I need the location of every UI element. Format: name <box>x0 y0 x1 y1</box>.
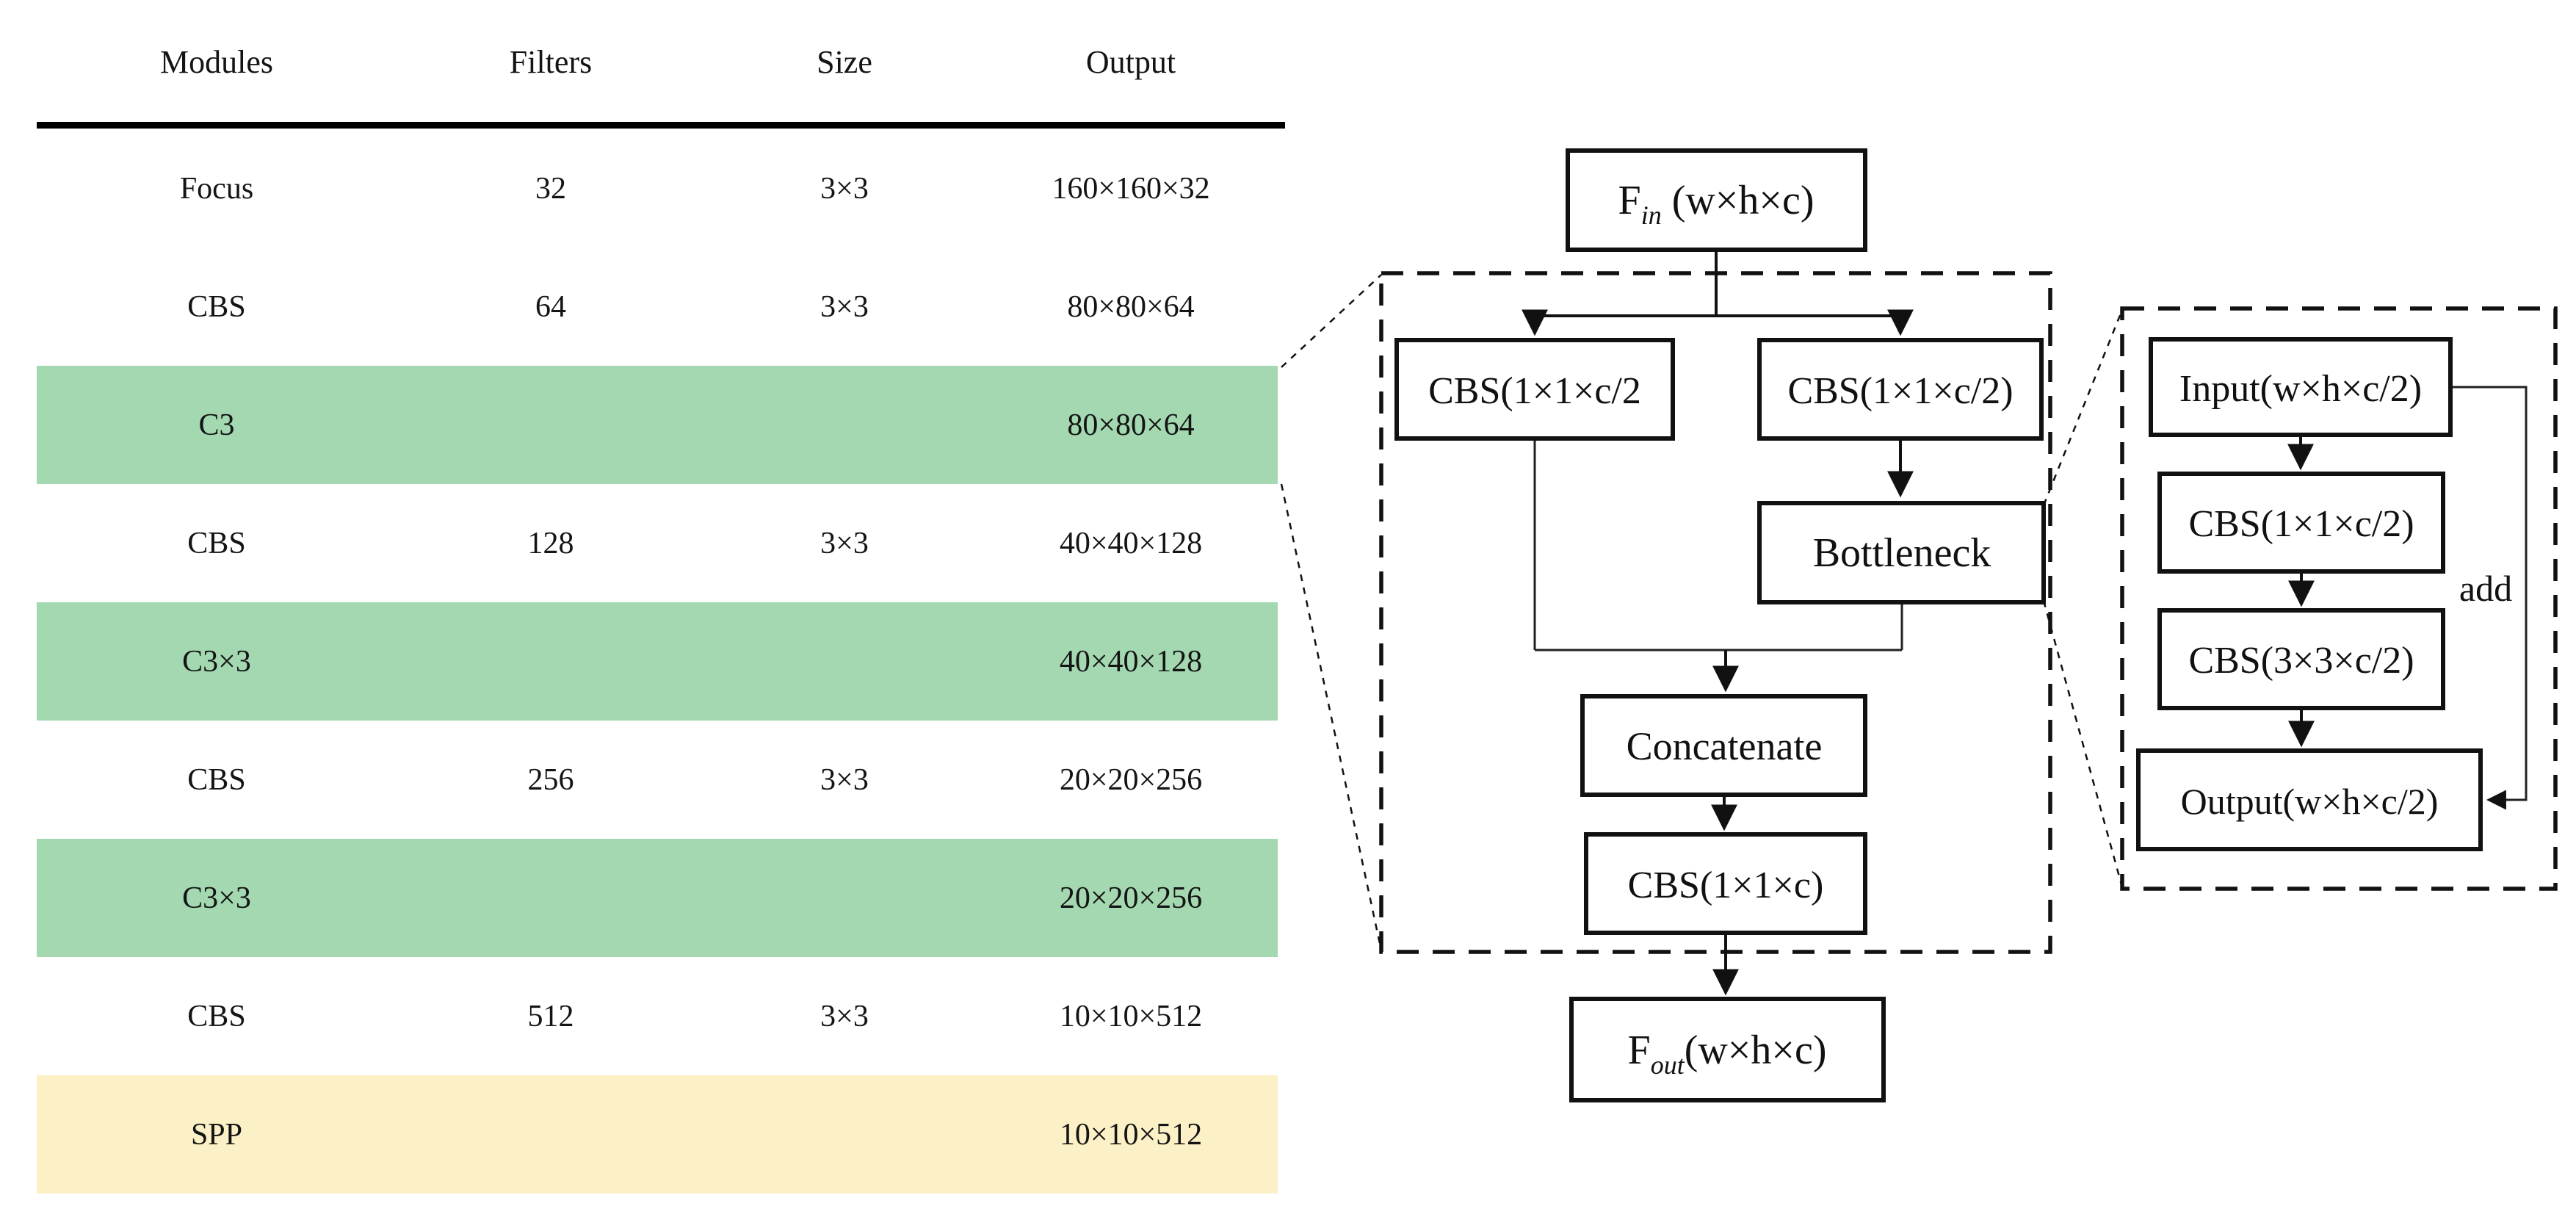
fout-box <box>1569 997 1886 1102</box>
cbs-1x1-label: CBS(1×1×c/2) <box>2188 503 2414 545</box>
cell-size: 3×3 <box>820 171 869 206</box>
table-row: CBS 256 3×3 20×20×256 <box>37 721 1278 839</box>
cbs-final-label: CBS(1×1×c) <box>1628 864 1824 906</box>
bottleneck-box <box>1757 501 2046 604</box>
cell-module: Focus <box>179 171 254 206</box>
cell-output: 10×10×512 <box>1059 999 1203 1033</box>
cell-filters: 64 <box>535 289 566 324</box>
cell-output: 40×40×128 <box>1059 644 1203 679</box>
cell-size: 3×3 <box>820 762 869 797</box>
table-row: CBS 64 3×3 80×80×64 <box>37 248 1278 366</box>
cell-output: 20×20×256 <box>1059 881 1203 915</box>
header-filters: Filters <box>509 43 593 80</box>
cell-module: SPP <box>190 1117 243 1152</box>
output-box <box>2136 748 2483 851</box>
fout-label: Fout(w×h×c) <box>1628 1028 1827 1080</box>
skip-connection-add <box>2450 386 2528 810</box>
table-row: CBS 512 3×3 10×10×512 <box>37 957 1278 1075</box>
cbs-left-box <box>1394 338 1675 441</box>
cell-output: 80×80×64 <box>1067 408 1195 442</box>
cell-module: C3×3 <box>182 644 251 679</box>
modules-table: Modules Filters Size Output Focus 32 3×3… <box>0 0 1292 1194</box>
cbs-1x1-box <box>2157 472 2445 574</box>
cell-filters: 32 <box>535 171 566 206</box>
cell-module: CBS <box>187 289 246 324</box>
table-row-highlight-c3x3: C3×3 20×20×256 <box>37 839 1278 957</box>
header-output: Output <box>1085 43 1176 80</box>
zoom-link-top-right <box>2042 309 2124 506</box>
input-label: Input(w×h×c/2) <box>2179 368 2422 410</box>
table-row-highlight-c3: C3 80×80×64 <box>37 366 1278 484</box>
cell-module: CBS <box>187 762 246 797</box>
cell-output: 20×20×256 <box>1059 762 1203 797</box>
cbs-final-box <box>1584 832 1867 935</box>
table-row: Focus 32 3×3 160×160×32 <box>37 129 1278 248</box>
cbs-3x3-box <box>2157 608 2445 710</box>
cell-size: 3×3 <box>820 999 869 1033</box>
cell-output: 160×160×32 <box>1052 171 1210 206</box>
cell-output: 40×40×128 <box>1059 526 1203 560</box>
cell-output: 80×80×64 <box>1067 289 1195 324</box>
zoom-link-top-left <box>1281 274 1382 368</box>
cell-module: CBS <box>187 526 246 560</box>
cbs-left-label: CBS(1×1×c/2 <box>1428 370 1641 412</box>
concatenate-box <box>1580 694 1867 797</box>
table-body: Focus 32 3×3 160×160×32 CBS 64 3×3 80×80… <box>0 129 1278 1194</box>
add-label: add <box>2459 568 2512 609</box>
table-header-row: Modules Filters Size Output <box>37 0 1278 123</box>
cell-module: C3 <box>198 408 235 442</box>
fin-box <box>1566 148 1867 252</box>
cbs-right-label: CBS(1×1×c/2) <box>1787 370 2013 412</box>
header-modules: Modules <box>160 43 273 80</box>
input-box <box>2149 337 2453 437</box>
table-row-highlight-c3x3: C3×3 40×40×128 <box>37 602 1278 721</box>
output-label: Output(w×h×c/2) <box>2181 781 2439 822</box>
cell-filters: 512 <box>527 999 574 1033</box>
cell-output: 10×10×512 <box>1059 1117 1203 1152</box>
header-rule <box>37 122 1285 129</box>
cell-size: 3×3 <box>820 289 869 324</box>
cell-module: C3×3 <box>182 881 251 915</box>
bottleneck-diagram: Input(w×h×c/2) CBS(1×1×c/2) CBS(3×3×c/2)… <box>2120 306 2558 891</box>
table-row-highlight-spp: SPP 10×10×512 <box>37 1075 1278 1194</box>
table-row: CBS 128 3×3 40×40×128 <box>37 484 1278 602</box>
fin-label: Fin (w×h×c) <box>1618 178 1815 230</box>
zoom-link-bottom-left <box>1280 483 1383 951</box>
cbs-3x3-label: CBS(3×3×c/2) <box>2188 640 2414 682</box>
cbs-right-box <box>1757 338 2044 441</box>
c3-module-diagram: Fin (w×h×c) CBS(1×1×c/2 CBS(1×1×c/2) Bot… <box>1379 148 2052 1102</box>
cell-size: 3×3 <box>820 526 869 560</box>
bottleneck-dashed-boundary <box>2120 306 2558 891</box>
concatenate-label: Concatenate <box>1627 724 1823 768</box>
cell-module: CBS <box>187 999 246 1033</box>
header-size: Size <box>817 43 872 80</box>
zoom-link-bottom-right <box>2042 600 2124 888</box>
cell-filters: 128 <box>527 526 574 560</box>
bottleneck-label: Bottleneck <box>1813 530 1991 576</box>
cell-filters: 256 <box>527 762 574 797</box>
